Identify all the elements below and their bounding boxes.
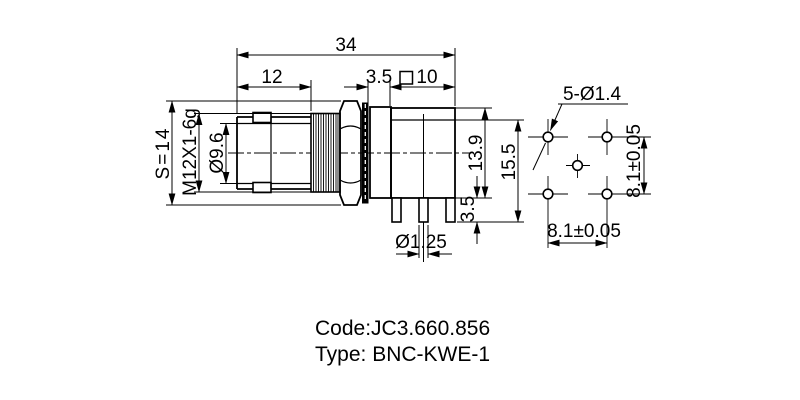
dim-pitch-horizontal-label: 8.1±0.05	[547, 221, 621, 242]
mounting-plate	[369, 106, 392, 199]
dim-pin-length-label: 3.5	[458, 196, 479, 222]
dim-overall-height-label: 15.5	[499, 144, 520, 181]
square-symbol-icon	[399, 70, 414, 85]
leader-arrow	[549, 103, 563, 131]
hole-bottom-left	[542, 188, 554, 200]
dim-pin-diameter-label: Ø1.25	[395, 232, 447, 253]
hole-top-left	[542, 131, 554, 143]
mounting-holes	[542, 131, 613, 200]
dim-body-height-label: 13.9	[466, 135, 487, 172]
dimensions-right: 13.9 15.5 3.5	[455, 107, 524, 244]
footprint-view: 5-Ø1.4 8.1±0.05 8.1±0.05	[528, 84, 651, 248]
dim-square-size-label: 10	[416, 67, 437, 88]
hole-top-right	[601, 131, 613, 143]
dimensions-top: 34 12 3.5 10	[236, 35, 456, 114]
dim-hex-label: S=14	[153, 127, 174, 180]
hex-nut	[339, 100, 362, 206]
part-type-text: Type: BNC-KWE-1	[315, 343, 490, 366]
pitch-horizontal-dim: 8.1±0.05	[547, 221, 621, 247]
dim-pitch-vertical-label: 8.1±0.05	[624, 124, 645, 198]
dimensions-left: S=14 M12X1-6g Ø9.6	[153, 100, 341, 206]
pin-center	[418, 197, 429, 223]
holes-callout: 5-Ø1.4	[532, 84, 628, 171]
dim-front-length-label: 12	[261, 67, 282, 88]
threaded-section	[310, 112, 341, 193]
dim-holes-label: 5-Ø1.4	[563, 84, 622, 105]
connector-side-view	[228, 100, 470, 262]
solder-pins	[391, 197, 456, 223]
pitch-vertical-dim: 8.1±0.05	[624, 124, 648, 198]
hole-bottom-right	[601, 188, 613, 200]
dimensions-pin-diameter: Ø1.25	[395, 225, 452, 258]
hole-center	[571, 159, 584, 172]
pin-left	[391, 197, 402, 223]
dim-thread-label: M12X1-6g	[180, 108, 201, 196]
washer	[362, 102, 369, 204]
part-code-text: Code:JC3.660.856	[315, 317, 490, 340]
pin-right	[445, 197, 456, 223]
dim-flange-thickness-label: 3.5	[366, 67, 392, 88]
dim-total-length-label: 34	[335, 35, 357, 56]
bayonet-lug-bottom	[252, 181, 272, 194]
bnc-coupling-front	[236, 111, 311, 194]
dim-bore-label: Ø9.6	[207, 132, 228, 173]
thread-hatching	[313, 114, 339, 192]
title-block: Code:JC3.660.856 Type: BNC-KWE-1	[315, 317, 490, 366]
